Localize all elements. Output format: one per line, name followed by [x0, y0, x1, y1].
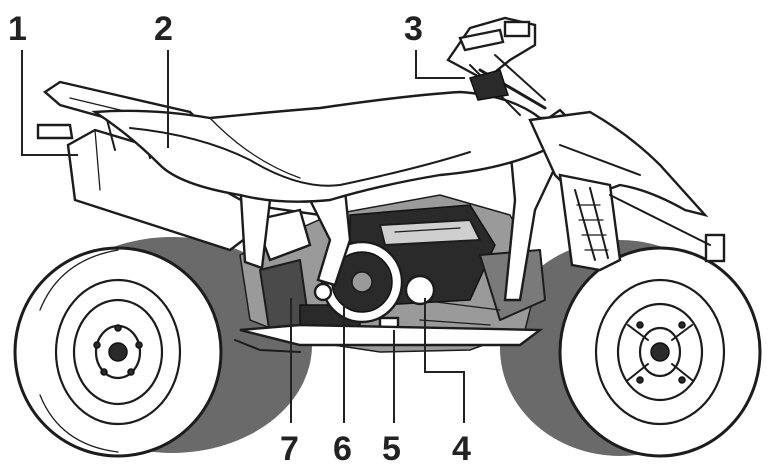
callout-5: 5	[382, 430, 401, 468]
front-wheel	[500, 240, 762, 458]
leader-lines	[21, 50, 465, 423]
callout-2: 2	[154, 10, 173, 48]
bodywork	[91, 90, 562, 203]
handlebar	[446, 16, 547, 116]
callout-7: 7	[280, 430, 299, 468]
oil-filler-cap	[404, 274, 436, 306]
callout-3: 3	[404, 10, 423, 48]
rear-wheel	[13, 237, 312, 458]
callout-1: 1	[8, 10, 27, 48]
rear-bolt	[313, 282, 333, 302]
crankcase-cover	[320, 240, 404, 324]
front-suspension	[558, 173, 726, 272]
callout-6: 6	[333, 430, 352, 468]
callout-4: 4	[452, 430, 471, 468]
